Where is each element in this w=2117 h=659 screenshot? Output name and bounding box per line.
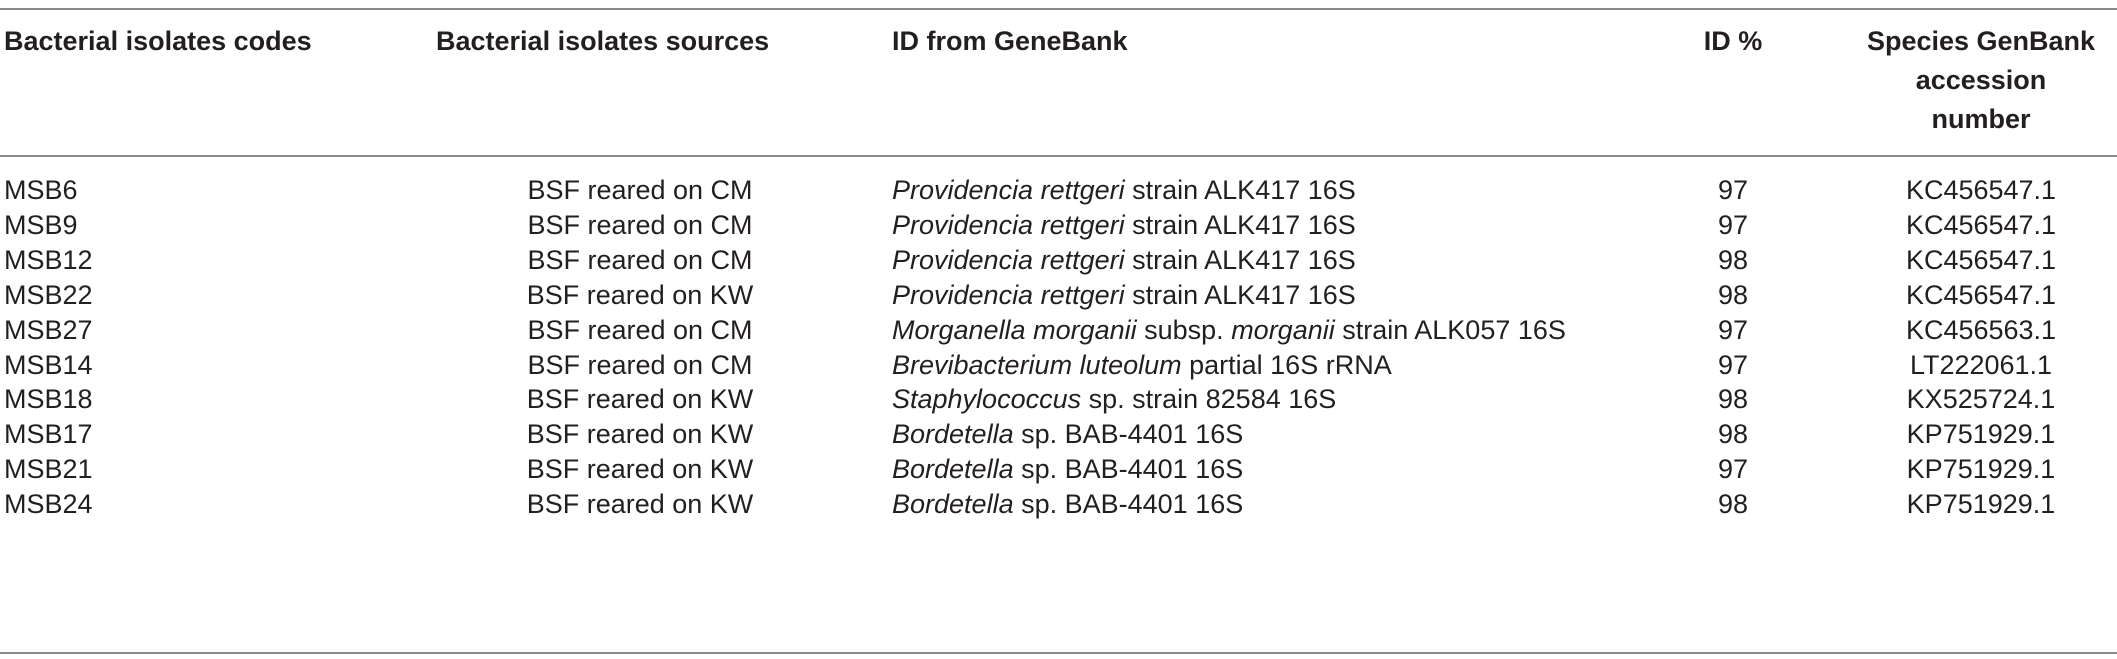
species-name-italic: Providencia rettgeri (892, 280, 1125, 310)
table-row: MSB9 BSF reared on CM Providencia rettgeri… (0, 202, 2117, 249)
isolate-code: MSB6 (4, 175, 78, 205)
isolate-code: MSB27 (4, 315, 93, 345)
id-percent: 98 (1717, 419, 1749, 449)
table-top-rule (0, 8, 2117, 10)
isolate-source: BSF reared on CM (527, 175, 753, 205)
species-detail: subsp. (1136, 315, 1232, 345)
species-name-italic: Providencia rettgeri (892, 210, 1125, 240)
header-accession-line3: number (1931, 104, 2031, 134)
id-percent: 97 (1717, 350, 1749, 380)
species-detail: sp. BAB-4401 16S (1013, 454, 1244, 484)
isolate-code: MSB17 (4, 419, 93, 449)
accession-number: KC456547.1 (1905, 210, 2057, 240)
isolate-code: MSB21 (4, 454, 93, 484)
id-percent: 97 (1717, 175, 1749, 205)
genebank-id: Bordetella sp. BAB-4401 16S (892, 446, 1243, 493)
isolate-source: BSF reared on CM (527, 210, 753, 240)
species-name-italic: Providencia rettgeri (892, 175, 1125, 205)
isolate-code: MSB9 (4, 210, 78, 240)
isolate-source: BSF reared on CM (527, 315, 753, 345)
header-genebank-id: ID from GeneBank (892, 26, 1128, 56)
table-row: MSB24 BSF reared on KW Bordetella sp. BAB-… (0, 481, 2117, 528)
accession-number: KP751929.1 (1906, 454, 2056, 484)
species-detail: sp. BAB-4401 16S (1013, 419, 1244, 449)
table-row: MSB22 BSF reared on KW Providencia rettger… (0, 272, 2117, 319)
genebank-id: Morganella morganii subsp. morganii stra… (892, 307, 1566, 354)
table-bottom-rule (0, 652, 2117, 654)
accession-number: KC456547.1 (1905, 245, 2057, 275)
isolate-code: MSB24 (4, 489, 93, 519)
genebank-id: Providencia rettgeri strain ALK417 16S (892, 202, 1356, 249)
accession-number: KP751929.1 (1906, 419, 2056, 449)
species-name-italic: Brevibacterium luteolum (892, 350, 1182, 380)
isolate-code: MSB12 (4, 245, 93, 275)
id-percent: 98 (1717, 489, 1749, 519)
genebank-id: Providencia rettgeri strain ALK417 16S (892, 272, 1356, 319)
id-percent: 98 (1717, 280, 1749, 310)
species-detail: strain ALK417 16S (1124, 175, 1356, 205)
genebank-id: Bordetella sp. BAB-4401 16S (892, 481, 1243, 528)
accession-number: KC456547.1 (1905, 175, 2057, 205)
table-row: MSB17 BSF reared on KW Bordetella sp. BAB-… (0, 411, 2117, 458)
subspecies-name-italic: morganii (1231, 315, 1335, 345)
isolate-code: MSB14 (4, 350, 93, 380)
header-bottom-rule (0, 155, 2117, 157)
header-isolate-source: Bacterial isolates sources (436, 26, 770, 56)
species-detail: strain ALK417 16S (1124, 210, 1356, 240)
species-detail: sp. BAB-4401 16S (1013, 489, 1244, 519)
species-name-italic: Staphylococcus (892, 384, 1082, 414)
species-name-italic: Providencia rettgeri (892, 245, 1125, 275)
table-row: MSB18 BSF reared on KW Staphylococcus sp. … (0, 376, 2117, 423)
id-percent: 97 (1717, 315, 1749, 345)
genebank-id: Staphylococcus sp. strain 82584 16S (892, 376, 1336, 423)
table-row: MSB14 BSF reared on CM Brevibacterium lute… (0, 342, 2117, 389)
species-detail: strain ALK417 16S (1124, 245, 1356, 275)
isolate-source: BSF reared on CM (527, 350, 753, 380)
id-percent: 98 (1717, 384, 1749, 414)
header-id-percent: ID % (1703, 26, 1763, 56)
isolate-source: BSF reared on KW (526, 280, 754, 310)
isolate-source: BSF reared on KW (526, 454, 754, 484)
accession-number: KC456563.1 (1905, 315, 2057, 345)
species-detail-extra: strain ALK057 16S (1334, 315, 1566, 345)
isolate-source: BSF reared on KW (526, 384, 754, 414)
isolate-code: MSB22 (4, 280, 93, 310)
accession-number: KC456547.1 (1905, 280, 2057, 310)
table-row: MSB6 BSF reared on CM Providencia rettgeri… (0, 167, 2117, 214)
id-percent: 97 (1717, 210, 1749, 240)
genebank-id: Brevibacterium luteolum partial 16S rRNA (892, 342, 1392, 389)
accession-number: LT222061.1 (1909, 350, 2053, 380)
species-name-italic: Bordetella (892, 454, 1014, 484)
species-detail: strain ALK417 16S (1124, 280, 1356, 310)
table-row: MSB21 BSF reared on KW Bordetella sp. BAB-… (0, 446, 2117, 493)
header-accession-line2: accession (1915, 65, 2047, 95)
header-isolate-code: Bacterial isolates codes (4, 26, 312, 56)
id-percent: 98 (1717, 245, 1749, 275)
genebank-id: Bordetella sp. BAB-4401 16S (892, 411, 1243, 458)
species-name-italic: Bordetella (892, 419, 1014, 449)
id-percent: 97 (1717, 454, 1749, 484)
table-row: MSB27 BSF reared on CM Morganella morganii… (0, 307, 2117, 354)
isolate-code: MSB18 (4, 384, 93, 414)
species-detail: partial 16S rRNA (1181, 350, 1392, 380)
isolate-source: BSF reared on KW (526, 419, 754, 449)
species-name-italic: Morganella morganii (892, 315, 1137, 345)
genebank-id: Providencia rettgeri strain ALK417 16S (892, 167, 1356, 214)
header-accession-line1: Species GenBank (1866, 26, 2096, 56)
table-row: MSB12 BSF reared on CM Providencia rettger… (0, 237, 2117, 284)
isolate-source: BSF reared on CM (527, 245, 753, 275)
accession-number: KX525724.1 (1906, 384, 2056, 414)
genebank-id: Providencia rettgeri strain ALK417 16S (892, 237, 1356, 284)
isolate-source: BSF reared on KW (526, 489, 754, 519)
species-detail: sp. strain 82584 16S (1081, 384, 1337, 414)
species-name-italic: Bordetella (892, 489, 1014, 519)
header-accession-number: Species GenBank accession number (1846, 22, 2116, 139)
accession-number: KP751929.1 (1906, 489, 2056, 519)
